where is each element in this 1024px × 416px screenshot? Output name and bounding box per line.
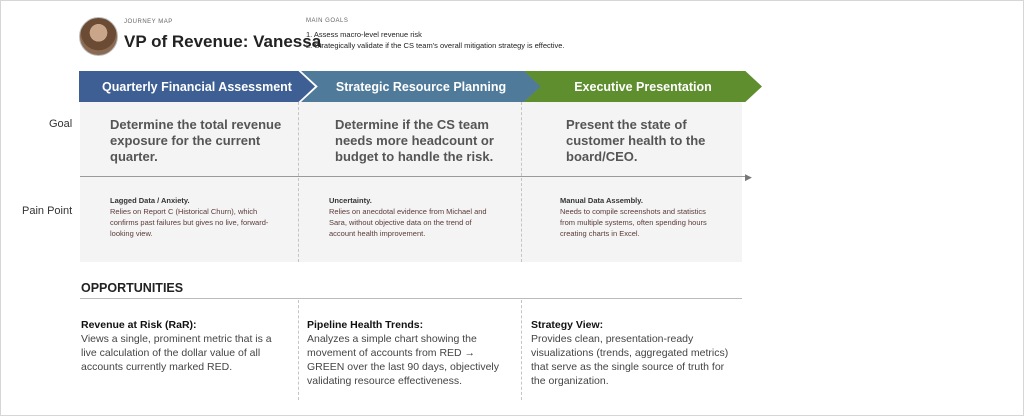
opportunity-item: Strategy View: Provides clean, presentat… [531,318,731,388]
opportunities-divider [80,298,742,299]
timeline-line [80,176,748,177]
opportunity-body: Provides clean, presentation-ready visua… [531,333,729,387]
pain-point: Lagged Data / Anxiety. Relies on Report … [110,195,270,239]
pain-point-body: Relies on Report C (Historical Churn), w… [110,207,269,238]
main-goal-item: 2. Strategically validate if the CS team… [306,41,565,50]
pain-point-title: Uncertainty. [329,196,372,205]
opportunity-title: Revenue at Risk (RaR): [81,319,197,331]
page-title: VP of Revenue: Vanessa [124,32,322,51]
pain-point: Manual Data Assembly. Needs to compile s… [560,195,720,239]
stage-quarterly-financial-assessment: Quarterly Financial Assessment [79,71,315,102]
eyebrow-label: JOURNEY MAP [124,19,173,25]
opportunity-item: Pipeline Health Trends: Analyzes a simpl… [307,318,507,388]
pain-point-body: Needs to compile screenshots and statist… [560,207,707,238]
pain-point-title: Manual Data Assembly. [560,196,643,205]
journey-panel [80,102,742,262]
avatar [79,17,118,56]
opportunity-title: Pipeline Health Trends: [307,319,424,331]
opportunity-item: Revenue at Risk (RaR): Views a single, p… [81,318,281,374]
column-divider [298,102,299,262]
goal-text: Determine the total revenue exposure for… [110,117,282,164]
row-label-goal: Goal [49,118,73,130]
opportunities-heading: OPPORTUNITIES [81,281,184,295]
pain-point: Uncertainty. Relies on anecdotal evidenc… [329,195,489,239]
column-divider [521,102,522,262]
main-goal-item: 1. Assess macro-level revenue risk [306,30,422,39]
opportunity-body: Views a single, prominent metric that is… [81,333,272,373]
pain-point-title: Lagged Data / Anxiety. [110,196,190,205]
goal-text: Present the state of customer health to … [566,117,706,164]
opportunity-body: Analyzes a simple chart showing the move… [307,333,500,387]
opportunity-title: Strategy View: [531,319,604,331]
main-goals-label: MAIN GOALS [306,18,349,24]
timeline-arrow-icon: ▶ [745,172,752,182]
stage-strategic-resource-planning: Strategic Resource Planning [301,71,541,102]
goal-text: Determine if the CS team needs more head… [335,117,494,164]
column-divider [521,300,522,400]
main-goals-list: 1. Assess macro-level revenue risk 2. St… [306,29,565,51]
row-label-pain-point: Pain Point [22,205,73,217]
stage-executive-presentation: Executive Presentation [524,71,762,102]
pain-point-body: Relies on anecdotal evidence from Michae… [329,207,487,238]
column-divider [298,300,299,400]
